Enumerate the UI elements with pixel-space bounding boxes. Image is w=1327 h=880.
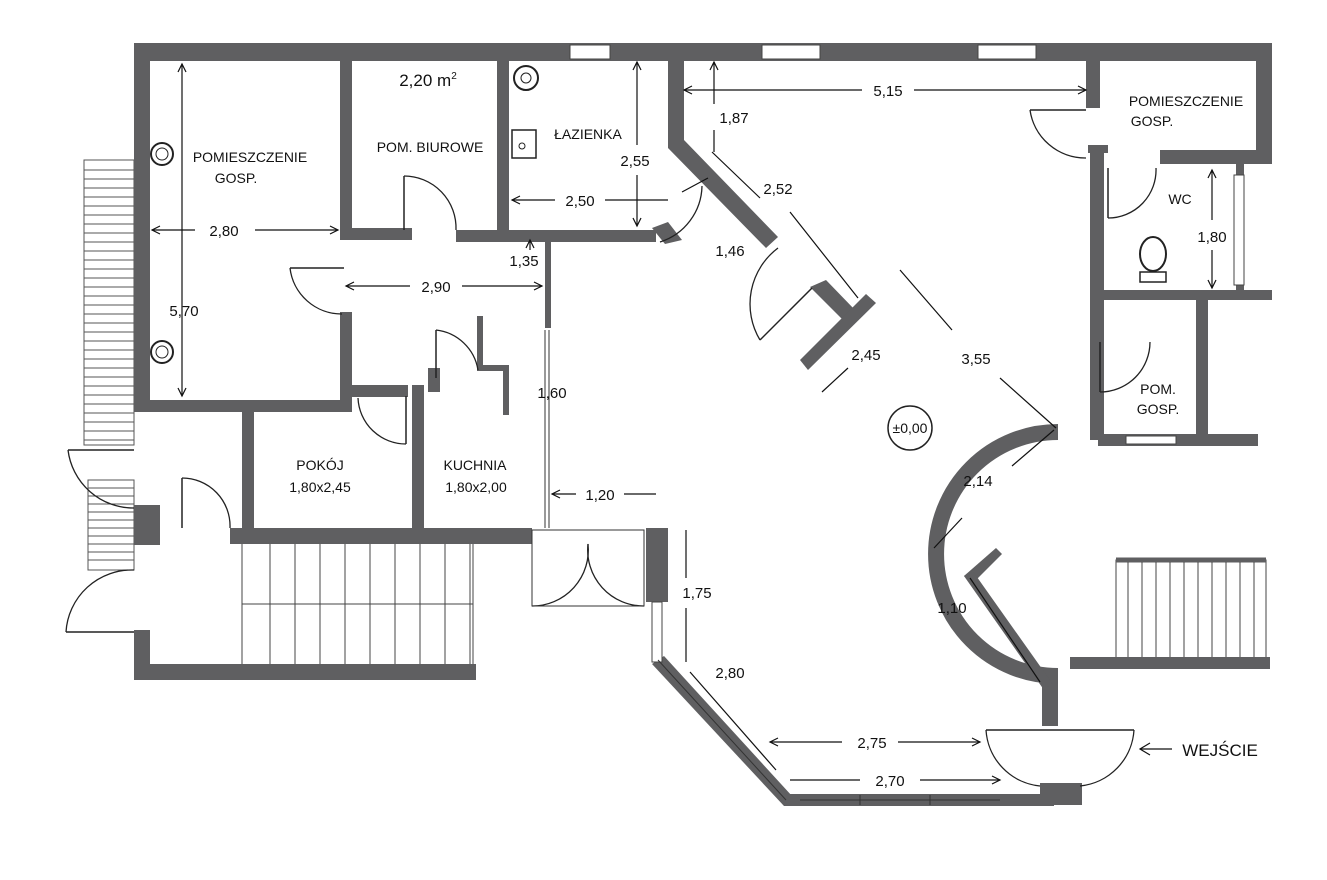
bathroom-label: ŁAZIENKA [554, 126, 622, 142]
pokoj-label: POKÓJ [296, 457, 343, 473]
level-marker-circle [887, 405, 933, 451]
storage-left-label-1: POMIESZCZENIE [193, 149, 307, 165]
dim-2-80-diagonal: 2,80 [715, 665, 744, 682]
room-labels: POMIESZCZENIE GOSP. 2,20 m2 POM. BIUROWE… [193, 71, 1258, 760]
office-area: 2,20 m2 [399, 71, 457, 90]
kuchnia-size: 1,80x2,00 [445, 479, 507, 495]
dim-2-90: 2,90 [421, 279, 450, 296]
wc-label: WC [1168, 191, 1191, 207]
left-exterior-stairs [83, 159, 135, 571]
dim-1-60: 1,60 [537, 385, 566, 402]
dim-2-70: 2,70 [875, 773, 904, 790]
office-area-value: 2,20 m [399, 71, 451, 90]
dim-1-87: 1,87 [719, 110, 748, 127]
office-area-sup: 2 [451, 71, 457, 82]
dim-2-45: 2,45 [851, 347, 880, 364]
storage-right-label-2: GOSP. [1131, 113, 1174, 129]
storage-right-label-1: POMIESZCZENIE [1129, 93, 1243, 109]
dim-1-75: 1,75 [682, 585, 711, 602]
right-exterior-stairs [1115, 557, 1267, 662]
windows [569, 44, 1245, 805]
fixtures [150, 65, 1167, 364]
dim-2-80-left: 2,80 [209, 223, 238, 240]
dim-5-15: 5,15 [873, 83, 902, 100]
pom-gosp-label-2: GOSP. [1137, 401, 1180, 417]
level-marker: ±0,00 [893, 420, 928, 436]
pokoj-size: 1,80x2,45 [289, 479, 351, 495]
doors [65, 109, 1157, 787]
dim-1-10: 1,10 [937, 600, 966, 617]
dim-2-55: 2,55 [620, 153, 649, 170]
boiler-icon [150, 340, 174, 364]
dim-1-46: 1,46 [715, 243, 744, 260]
dimension-labels: 2,80 5,70 2,50 2,55 1,87 5,15 2,52 1,46 … [169, 83, 1226, 790]
pom-gosp-label-1: POM. [1140, 381, 1176, 397]
dim-1-35: 1,35 [509, 253, 538, 270]
shower-icon [513, 65, 539, 91]
toilet-icon [1139, 236, 1167, 272]
entrance-label: WEJŚCIE [1182, 741, 1258, 760]
dim-5-70: 5,70 [169, 303, 198, 320]
dim-2-75: 2,75 [857, 735, 886, 752]
storage-left-label-2: GOSP. [215, 170, 258, 186]
dim-1-80: 1,80 [1197, 229, 1226, 246]
dimension-lines [150, 60, 1217, 785]
dim-1-20: 1,20 [585, 487, 614, 504]
dim-2-50: 2,50 [565, 193, 594, 210]
office-label: POM. BIUROWE [377, 139, 484, 155]
interior-staircase [241, 542, 474, 667]
dim-2-52: 2,52 [763, 181, 792, 198]
dim-3-55: 3,55 [961, 351, 990, 368]
dim-2-14: 2,14 [963, 473, 992, 490]
kuchnia-label: KUCHNIA [443, 457, 507, 473]
boiler-icon [150, 142, 174, 166]
sink-icon [511, 129, 537, 159]
